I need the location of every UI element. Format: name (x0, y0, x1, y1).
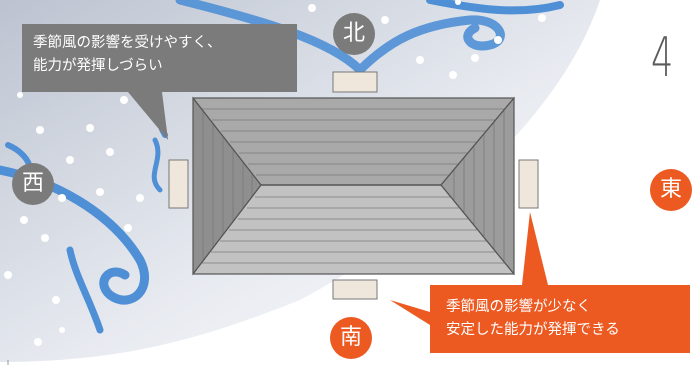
callout-north-west-text: 季節風の影響を受けやすく、 能力が発揮しづらい (33, 35, 222, 74)
west-label: 西 (12, 163, 54, 205)
callout-south-east-shape (390, 212, 690, 353)
hip-roof-icon (191, 96, 516, 276)
page-number: 4 (651, 26, 674, 89)
east-label: 東 (650, 169, 692, 211)
south-label: 南 (330, 317, 372, 359)
callout-south-east-text: 季節風の影響が少なく 安定した能力が発揮できる (446, 299, 620, 338)
callout-north-west-shape (22, 24, 297, 140)
north-label: 北 (333, 13, 375, 55)
window-panels (168, 71, 539, 300)
